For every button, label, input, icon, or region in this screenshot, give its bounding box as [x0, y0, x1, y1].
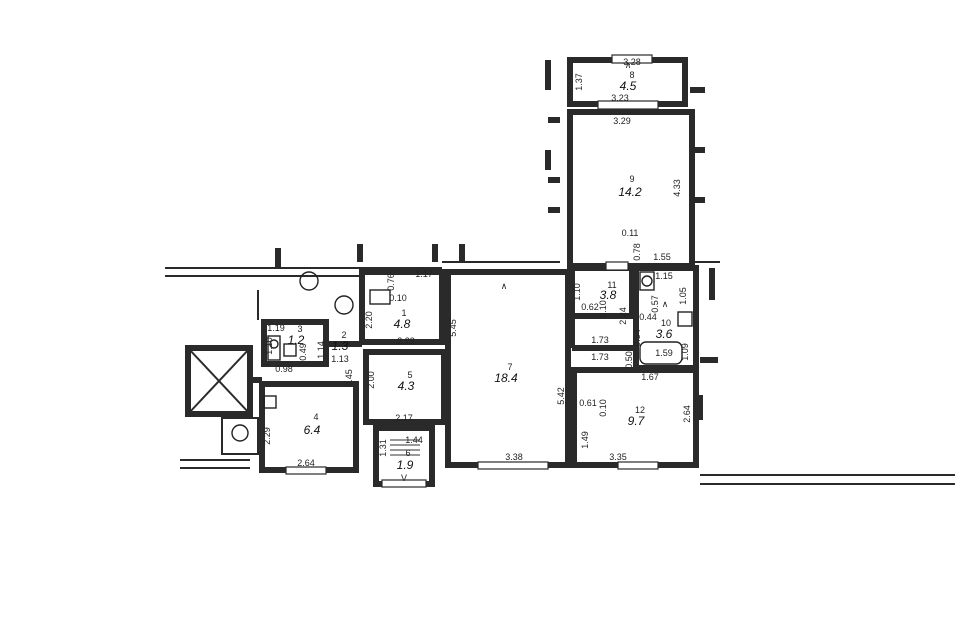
- dimension-label: 0.49: [298, 343, 308, 361]
- toilet-bowl-icon: [269, 339, 279, 349]
- fixtures: [231, 271, 693, 456]
- dimension-label: 2.17: [395, 413, 413, 423]
- dimension-labels: 3.28 1.37 3.23 3.29 4.33 0.11 0.78 1.55 …: [262, 57, 692, 468]
- dimension-label: 3.29: [613, 116, 631, 126]
- room-area: 14.2: [618, 185, 642, 199]
- dimension-label: 1.10: [264, 337, 274, 355]
- dimension-label: 0.10: [389, 293, 407, 303]
- toilet-icon: [639, 271, 655, 291]
- sink-icon: [677, 311, 693, 327]
- entrance-marker: ∧: [625, 60, 632, 70]
- dimension-label: 0.76: [386, 273, 396, 291]
- dimension-label: 1.31: [378, 439, 388, 457]
- outer-walls: [165, 60, 955, 485]
- dimension-label: 0.54: [632, 329, 642, 347]
- room-area: 1.9: [397, 458, 414, 472]
- room-number: 2: [341, 330, 346, 340]
- dimension-label: 1.49: [580, 431, 590, 449]
- dimension-label: 4.33: [672, 179, 682, 197]
- room-area: 4.3: [398, 379, 415, 393]
- dimension-label: 3.35: [609, 452, 627, 462]
- dimension-label: 3.23: [611, 93, 629, 103]
- room-area: 3.8: [600, 288, 617, 302]
- dimension-label: 2.20: [364, 311, 374, 329]
- sink-icon: [283, 343, 297, 357]
- windows: [285, 54, 659, 488]
- dimension-label: 2.24: [618, 307, 628, 325]
- room-number: 12: [635, 405, 645, 415]
- stove-icon: [263, 395, 277, 409]
- room-number: 10: [661, 318, 671, 328]
- dimension-label: 0.62: [581, 302, 599, 312]
- room-number: 11: [607, 280, 616, 290]
- room-area: 6.4: [304, 423, 321, 437]
- room-number: 5: [407, 370, 412, 380]
- dimension-label: 0.98: [275, 364, 293, 374]
- dimension-label: 2.23: [397, 336, 415, 346]
- cabinet-icon: [369, 289, 391, 305]
- dimension-label: 1.10: [572, 283, 582, 301]
- toilet-bowl-icon: [641, 275, 653, 287]
- room-number: 4: [313, 412, 318, 422]
- dimension-label: 0.44: [639, 312, 657, 322]
- room-area: 4.5: [620, 79, 637, 93]
- dimension-label: 1.73: [591, 352, 609, 362]
- round-fixture-icon: [334, 295, 354, 315]
- room-area: 9.7: [628, 414, 646, 428]
- room-area: 4.8: [394, 317, 411, 331]
- exit-marker: V: [401, 473, 407, 483]
- dimension-label: 2.29: [262, 427, 272, 445]
- dimension-label: 1.15: [655, 271, 673, 281]
- dimension-label: 1.67: [641, 372, 659, 382]
- room-number: 1: [401, 308, 406, 318]
- dimension-label: 0.45: [344, 369, 354, 387]
- dimension-label: 3.28: [623, 57, 641, 67]
- dimension-label: 0.11: [622, 228, 639, 238]
- room-number: 7: [507, 362, 512, 372]
- entrance-marker: ∧: [662, 299, 669, 309]
- room-number: 3: [297, 324, 302, 334]
- dimension-label: 0.10: [598, 300, 608, 318]
- room-number: 8: [629, 70, 634, 80]
- dimension-label: 1.55: [653, 252, 671, 262]
- dimension-label: 1.44: [405, 435, 423, 445]
- dimension-label: 1.05: [678, 287, 688, 305]
- dimension-label: 1.73: [591, 335, 609, 345]
- dimension-label: 2.00: [366, 371, 376, 389]
- dimension-label: 1.59: [655, 348, 673, 358]
- toilet-icon: [267, 335, 281, 361]
- dimension-label: 1.37: [574, 73, 584, 91]
- entrance-markers: ∧ ∧ ∧ V: [401, 60, 668, 483]
- dimension-label: 3.38: [505, 452, 523, 462]
- room-number: 6: [405, 448, 410, 458]
- dimension-label: 2.64: [297, 458, 315, 468]
- dimension-label: 0.57: [650, 295, 660, 313]
- room-area: 18.4: [494, 371, 518, 385]
- dimension-label: 5.45: [448, 319, 458, 337]
- room-area: 1.3: [332, 339, 349, 353]
- round-fixture-icon: [299, 271, 319, 291]
- room-area: 1.2: [288, 333, 305, 347]
- round-fixture-icon: [231, 424, 249, 442]
- dimension-label: 1.17: [415, 269, 433, 279]
- room-area: 3.6: [656, 327, 673, 341]
- dimension-label: 1.14: [316, 341, 326, 359]
- dimension-label: 0.61: [579, 398, 597, 408]
- dimension-label: 5.42: [556, 387, 566, 405]
- room-number: 9: [629, 174, 634, 184]
- dimension-label: 0.10: [598, 399, 608, 417]
- room-labels: 1 4.8 2 1.3 3 1.2 4 6.4 5 4.3 6 1.9 7 18…: [288, 70, 673, 472]
- dimension-label: 0.78: [632, 243, 642, 261]
- dimension-label: 1.13: [331, 354, 349, 364]
- room-walls: [185, 57, 699, 487]
- dimension-label: 1.19: [267, 323, 285, 333]
- dimension-label: 2.64: [682, 405, 692, 423]
- entrance-marker: ∧: [501, 281, 508, 291]
- dimension-label: 1.09: [680, 343, 690, 361]
- bathtub-icon: [639, 341, 683, 365]
- dimension-label: 0.50: [624, 351, 634, 369]
